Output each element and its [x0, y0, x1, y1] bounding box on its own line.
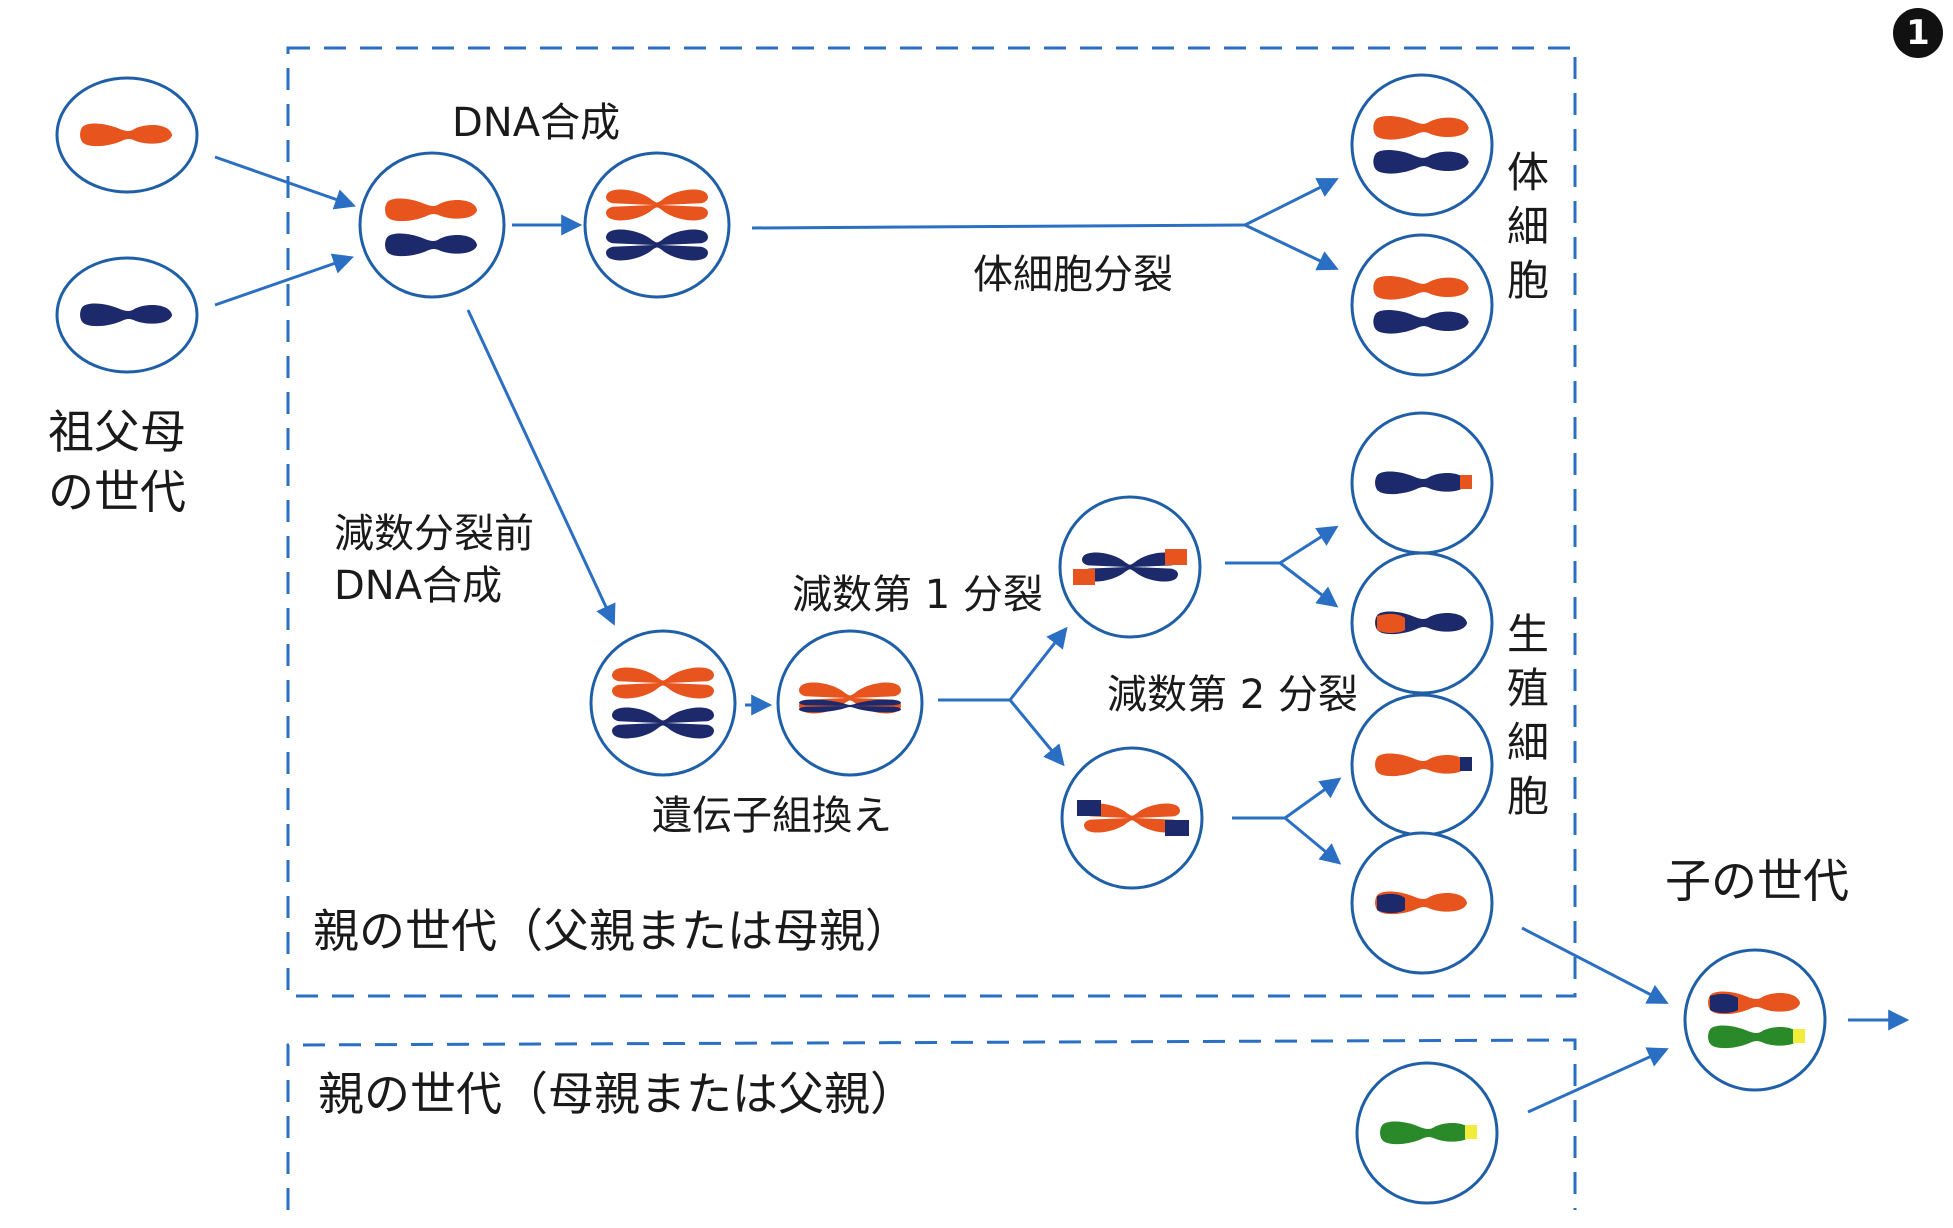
label-premeiotic-dna-synthesis: 減数分裂前 DNA合成: [334, 511, 534, 609]
cell-germ-4: [1350, 831, 1494, 975]
cell-after-dna-synthesis: [583, 151, 731, 299]
arrow-meiosis2a-down: [1279, 561, 1339, 608]
cell-premeiotic: [589, 629, 737, 777]
cell-meiosis1-product-1: [1058, 495, 1202, 639]
arrow-meiosis2b-up: [1284, 777, 1342, 820]
label-germ-cells: 生殖細胞: [1506, 610, 1549, 821]
cell-germ-1: [1350, 411, 1494, 555]
parent-generation-box-2: [286, 1038, 1577, 1210]
label-dna-synthesis: DNA合成: [452, 100, 621, 146]
cell-meiosis1-product-2: [1060, 746, 1204, 890]
cell-parent-zygote: [358, 151, 506, 299]
arrow-grandma-to-fertilized: [214, 253, 354, 307]
label-child-generation: 子の世代: [1665, 854, 1849, 908]
arrow-grandpa-to-fertilized: [214, 155, 356, 210]
cell-grandparent-paternal: [55, 76, 199, 194]
arrow-meiosis2a-up: [1279, 525, 1339, 565]
cell-recombination: [776, 629, 924, 777]
label-recombination: 遺伝子組換え: [652, 793, 892, 839]
label-grandparents: 祖父母 の世代: [48, 405, 186, 519]
cell-germ-3: [1350, 693, 1494, 837]
label-parent-generation-1: 親の世代（父親または母親）: [313, 904, 911, 958]
label-parent-generation-2: 親の世代（母親または父親）: [318, 1067, 916, 1121]
cell-somatic-2: [1350, 233, 1494, 377]
arrow-somatic-branch-down: [1244, 223, 1339, 271]
arrows: [214, 155, 1910, 1114]
label-meiosis-2: 減数第 2 分裂: [1107, 672, 1358, 718]
cells: [55, 73, 1827, 1205]
cell-grandparent-maternal: [55, 256, 199, 374]
arrow-germcell-to-child: [1521, 926, 1669, 1004]
arrow-to-premeiotic: [466, 309, 616, 626]
label-somatic-division: 体細胞分裂: [973, 252, 1173, 298]
arrow-meiosis1-up: [1008, 626, 1068, 701]
parent-generation-box-1: [286, 46, 1577, 998]
cell-somatic-1: [1350, 73, 1494, 217]
label-meiosis-1: 減数第 1 分裂: [792, 572, 1043, 618]
figure-number-badge: 1: [1893, 8, 1943, 58]
cell-child-zygote: [1683, 948, 1827, 1092]
arrow-meiosis2b-down: [1284, 816, 1342, 865]
cell-other-parent-gamete: [1355, 1061, 1499, 1205]
arrow-somatic-branch-up: [1244, 178, 1339, 227]
arrow-meiosis1-down: [1008, 699, 1065, 767]
arrow-other-parent-to-child: [1527, 1047, 1669, 1114]
cell-germ-2: [1350, 551, 1494, 695]
arrow-somatic-division: [751, 223, 1246, 230]
label-somatic-cells: 体細胞: [1506, 148, 1549, 305]
